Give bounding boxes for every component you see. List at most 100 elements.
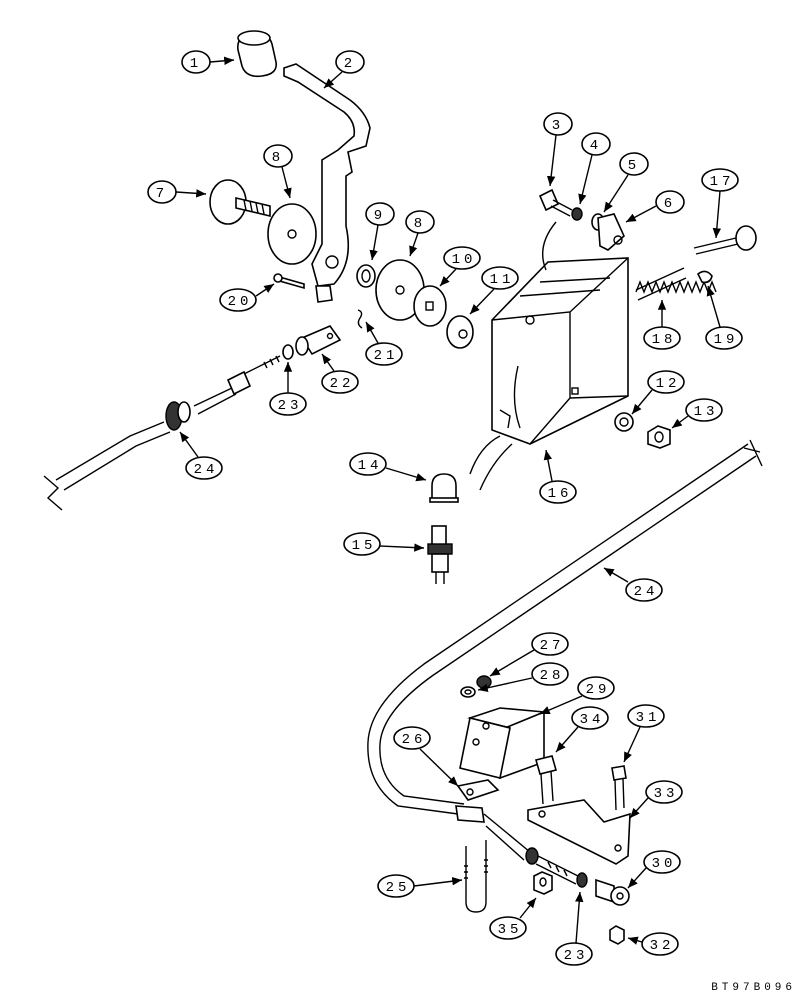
callout-label: 23 [564,948,589,964]
callout-label: 25 [386,880,411,896]
callout-13: 13 [671,398,723,429]
callout-label: 29 [586,682,611,698]
part-mounting-plate [527,799,631,865]
callout-28: 28 [477,662,569,692]
callout-26: 26 [393,726,459,787]
part-lock-nut-32 [609,925,625,945]
callout-label: 22 [330,376,355,392]
callout-label: 21 [374,348,399,364]
part-bushing [356,264,376,288]
drawing-reference-code: BT97B096 [711,982,796,994]
callout-20: 20 [219,283,275,312]
part-lever [283,63,371,303]
part-flat-washer [614,412,634,432]
assembly-guide-line-b [469,435,501,475]
callout-15: 15 [343,532,425,556]
part-housing [491,257,629,445]
callout-14: 14 [349,452,427,482]
callout-8: 8 [405,210,435,257]
part-spacer [446,315,474,349]
callout-label: 34 [580,712,605,728]
callout-19: 19 [705,285,743,350]
callout-label: 6 [664,196,676,212]
part-u-bolt [464,840,488,913]
callout-label: 26 [402,732,427,748]
callout-label: 3 [552,118,564,134]
callout-29: 29 [539,676,615,715]
callout-label: 13 [694,404,719,420]
part-friction-disc-left [267,203,317,265]
part-nut-27 [476,675,492,689]
callout-label: 8 [272,150,284,166]
callout-22: 22 [321,353,359,394]
part-pin [273,273,305,290]
callout-24: 24 [603,567,663,602]
part-hex-nut [647,425,671,449]
callout-label: 30 [652,856,677,872]
callout-label: 9 [374,208,386,224]
callout-label: 10 [452,252,477,268]
callout-24: 24 [179,431,223,480]
part-retaining-clip [696,270,713,284]
part-hex-nut-35 [533,871,553,895]
callout-label: 11 [490,272,515,288]
callout-label: 12 [656,376,681,392]
callout-label: 19 [714,332,739,348]
callout-32: 32 [627,932,679,956]
part-compression-spring [635,267,717,301]
part-cable-bracket [459,707,548,780]
callout-label: 31 [636,710,661,726]
callout-3: 3 [543,112,573,187]
part-indicator-switch [427,525,453,584]
callout-12: 12 [631,370,685,415]
part-hex-bolt-34 [535,755,557,805]
part-friction-disc-right [375,259,425,321]
callout-label: 1 [190,56,202,72]
callout-8: 8 [263,144,293,199]
callout-label: 32 [650,938,675,954]
callout-30: 30 [627,850,681,889]
callout-label: 2 [344,56,356,72]
callout-11: 11 [469,266,519,315]
part-spring-washer [413,285,447,327]
callout-18: 18 [643,300,681,350]
callout-33: 33 [629,780,683,819]
callout-27: 27 [489,632,569,677]
callout-label: 24 [194,462,219,478]
callout-4: 4 [578,132,611,205]
callout-label: 4 [590,138,602,154]
part-clevis [295,325,342,356]
callout-31: 31 [623,704,665,763]
callout-label: 14 [358,458,383,474]
callout-label: 23 [278,398,303,414]
callout-label: 7 [156,186,168,202]
part-jam-nut-upper [282,344,294,360]
callout-label: 18 [652,332,677,348]
assembly-guide-line-c [479,443,513,491]
callout-label: 35 [498,922,523,938]
part-shoulder-bolt [209,179,271,225]
callouts: 1 2 3 4 5 6 7 [147,50,743,966]
callout-label: 17 [710,174,735,190]
callout-9: 9 [365,202,395,261]
part-plunger [693,225,757,255]
callout-label: 16 [548,486,573,502]
callout-label: 28 [540,668,565,684]
callout-2: 2 [323,50,365,89]
part-washer-28 [460,686,476,698]
callout-label: 8 [414,216,426,232]
callout-10: 10 [439,246,481,287]
part-lock-washer [571,207,583,221]
part-knob [236,30,278,78]
callout-label: 27 [540,638,565,654]
callout-23: 23 [269,362,307,416]
part-jam-nut-lower [576,872,588,888]
callout-7: 7 [147,180,207,204]
callout-34: 34 [555,706,609,753]
callout-25: 25 [377,874,463,898]
part-switch-bracket [597,213,625,251]
part-clip [357,309,363,329]
callout-label: 5 [628,158,640,174]
callout-6: 6 [625,190,685,223]
callout-1: 1 [181,50,235,74]
